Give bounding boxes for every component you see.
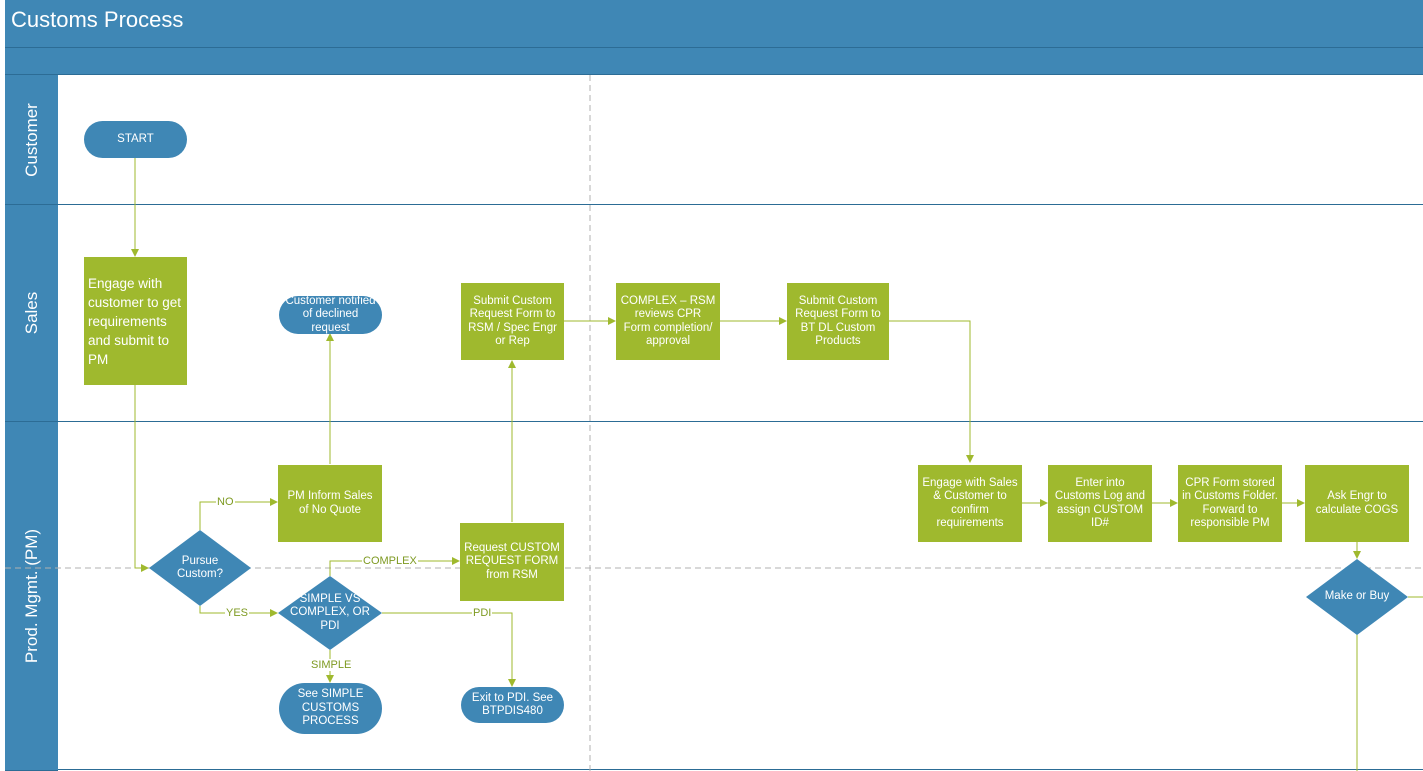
cpr-stored-box: CPR Form stored in Customs Folder. Forwa…: [1178, 465, 1282, 542]
edge-label-yes: YES: [225, 607, 250, 619]
edge-label-complex: COMPLEX: [362, 555, 418, 567]
pursue-diamond: [149, 530, 251, 606]
lane-header-pm: Prod. Mgmt. (PM): [5, 422, 58, 771]
complex-rsm-box: COMPLEX – RSM reviews CPR Form completio…: [616, 283, 720, 360]
simple-vs-diamond: [278, 576, 382, 650]
lane-separator: [58, 204, 1423, 205]
engage-customer-box: Engage with customer to get requirements…: [84, 257, 187, 385]
simple-vs-label: SIMPLE VS COMPLEX, OR PDI: [290, 592, 370, 632]
exit-pdi-terminator: Exit to PDI. See BTPDIS480: [461, 687, 564, 723]
make-or-buy-diamond: [1306, 559, 1408, 635]
enter-log-box: Enter into Customs Log and assign CUSTOM…: [1048, 465, 1152, 542]
see-simple-terminator: See SIMPLE CUSTOMS PROCESS: [279, 683, 382, 734]
lane-separator: [58, 421, 1423, 422]
ask-engr-box: Ask Engr to calculate COGS: [1305, 465, 1409, 542]
connector-engage-pursue: [134, 385, 149, 572]
request-form-box: Request CUSTOM REQUEST FORM from RSM: [460, 523, 564, 601]
swimlane-diagram: Customs Process Customer Sales Prod. Mgm…: [5, 0, 1423, 771]
connector-yes: [199, 606, 278, 617]
connector-btdl-engage: [888, 320, 974, 463]
diagram-title: Customs Process: [11, 7, 184, 32]
start-terminator: START: [84, 121, 187, 158]
edge-label-simple: SIMPLE: [310, 659, 353, 671]
submit-btdl-box: Submit Custom Request Form to BT DL Cust…: [787, 283, 889, 360]
connector-no: [199, 498, 278, 530]
connector-layer: [5, 75, 1423, 771]
engage-sales-box: Engage with Sales & Customer to confirm …: [918, 465, 1022, 542]
connector-pdi: [382, 612, 516, 687]
make-or-buy-label: Make or Buy: [1324, 590, 1390, 603]
lane-separator: [58, 769, 1423, 770]
lane-header-customer: Customer: [5, 75, 58, 205]
lane-header-sales: Sales: [5, 205, 58, 422]
submit-rsm-box: Submit Custom Request Form to RSM / Spec…: [461, 283, 564, 360]
pursue-label: Pursue Custom?: [176, 554, 224, 581]
phase-header-bar: [5, 48, 1423, 75]
pm-inform-box: PM Inform Sales of No Quote: [278, 465, 382, 542]
edge-label-pdi: PDI: [472, 607, 493, 619]
customer-notified-terminator: Customer notified of declined request: [279, 295, 382, 334]
edge-label-no: NO: [216, 496, 235, 508]
title-bar: Customs Process: [5, 0, 1423, 48]
